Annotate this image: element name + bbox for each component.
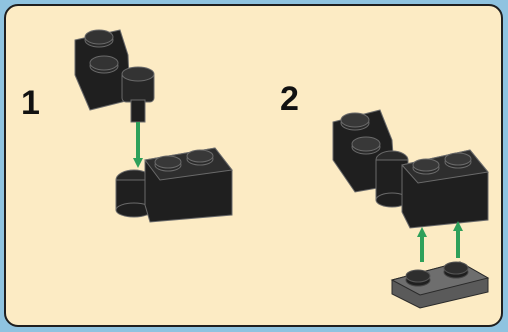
step-2-arrows (422, 226, 458, 262)
step-2-plate (392, 262, 488, 308)
step-1-hinge-brick-top (75, 30, 154, 122)
step-1-hinge-brick-bottom (116, 148, 232, 222)
step-2-assembly (333, 110, 488, 228)
